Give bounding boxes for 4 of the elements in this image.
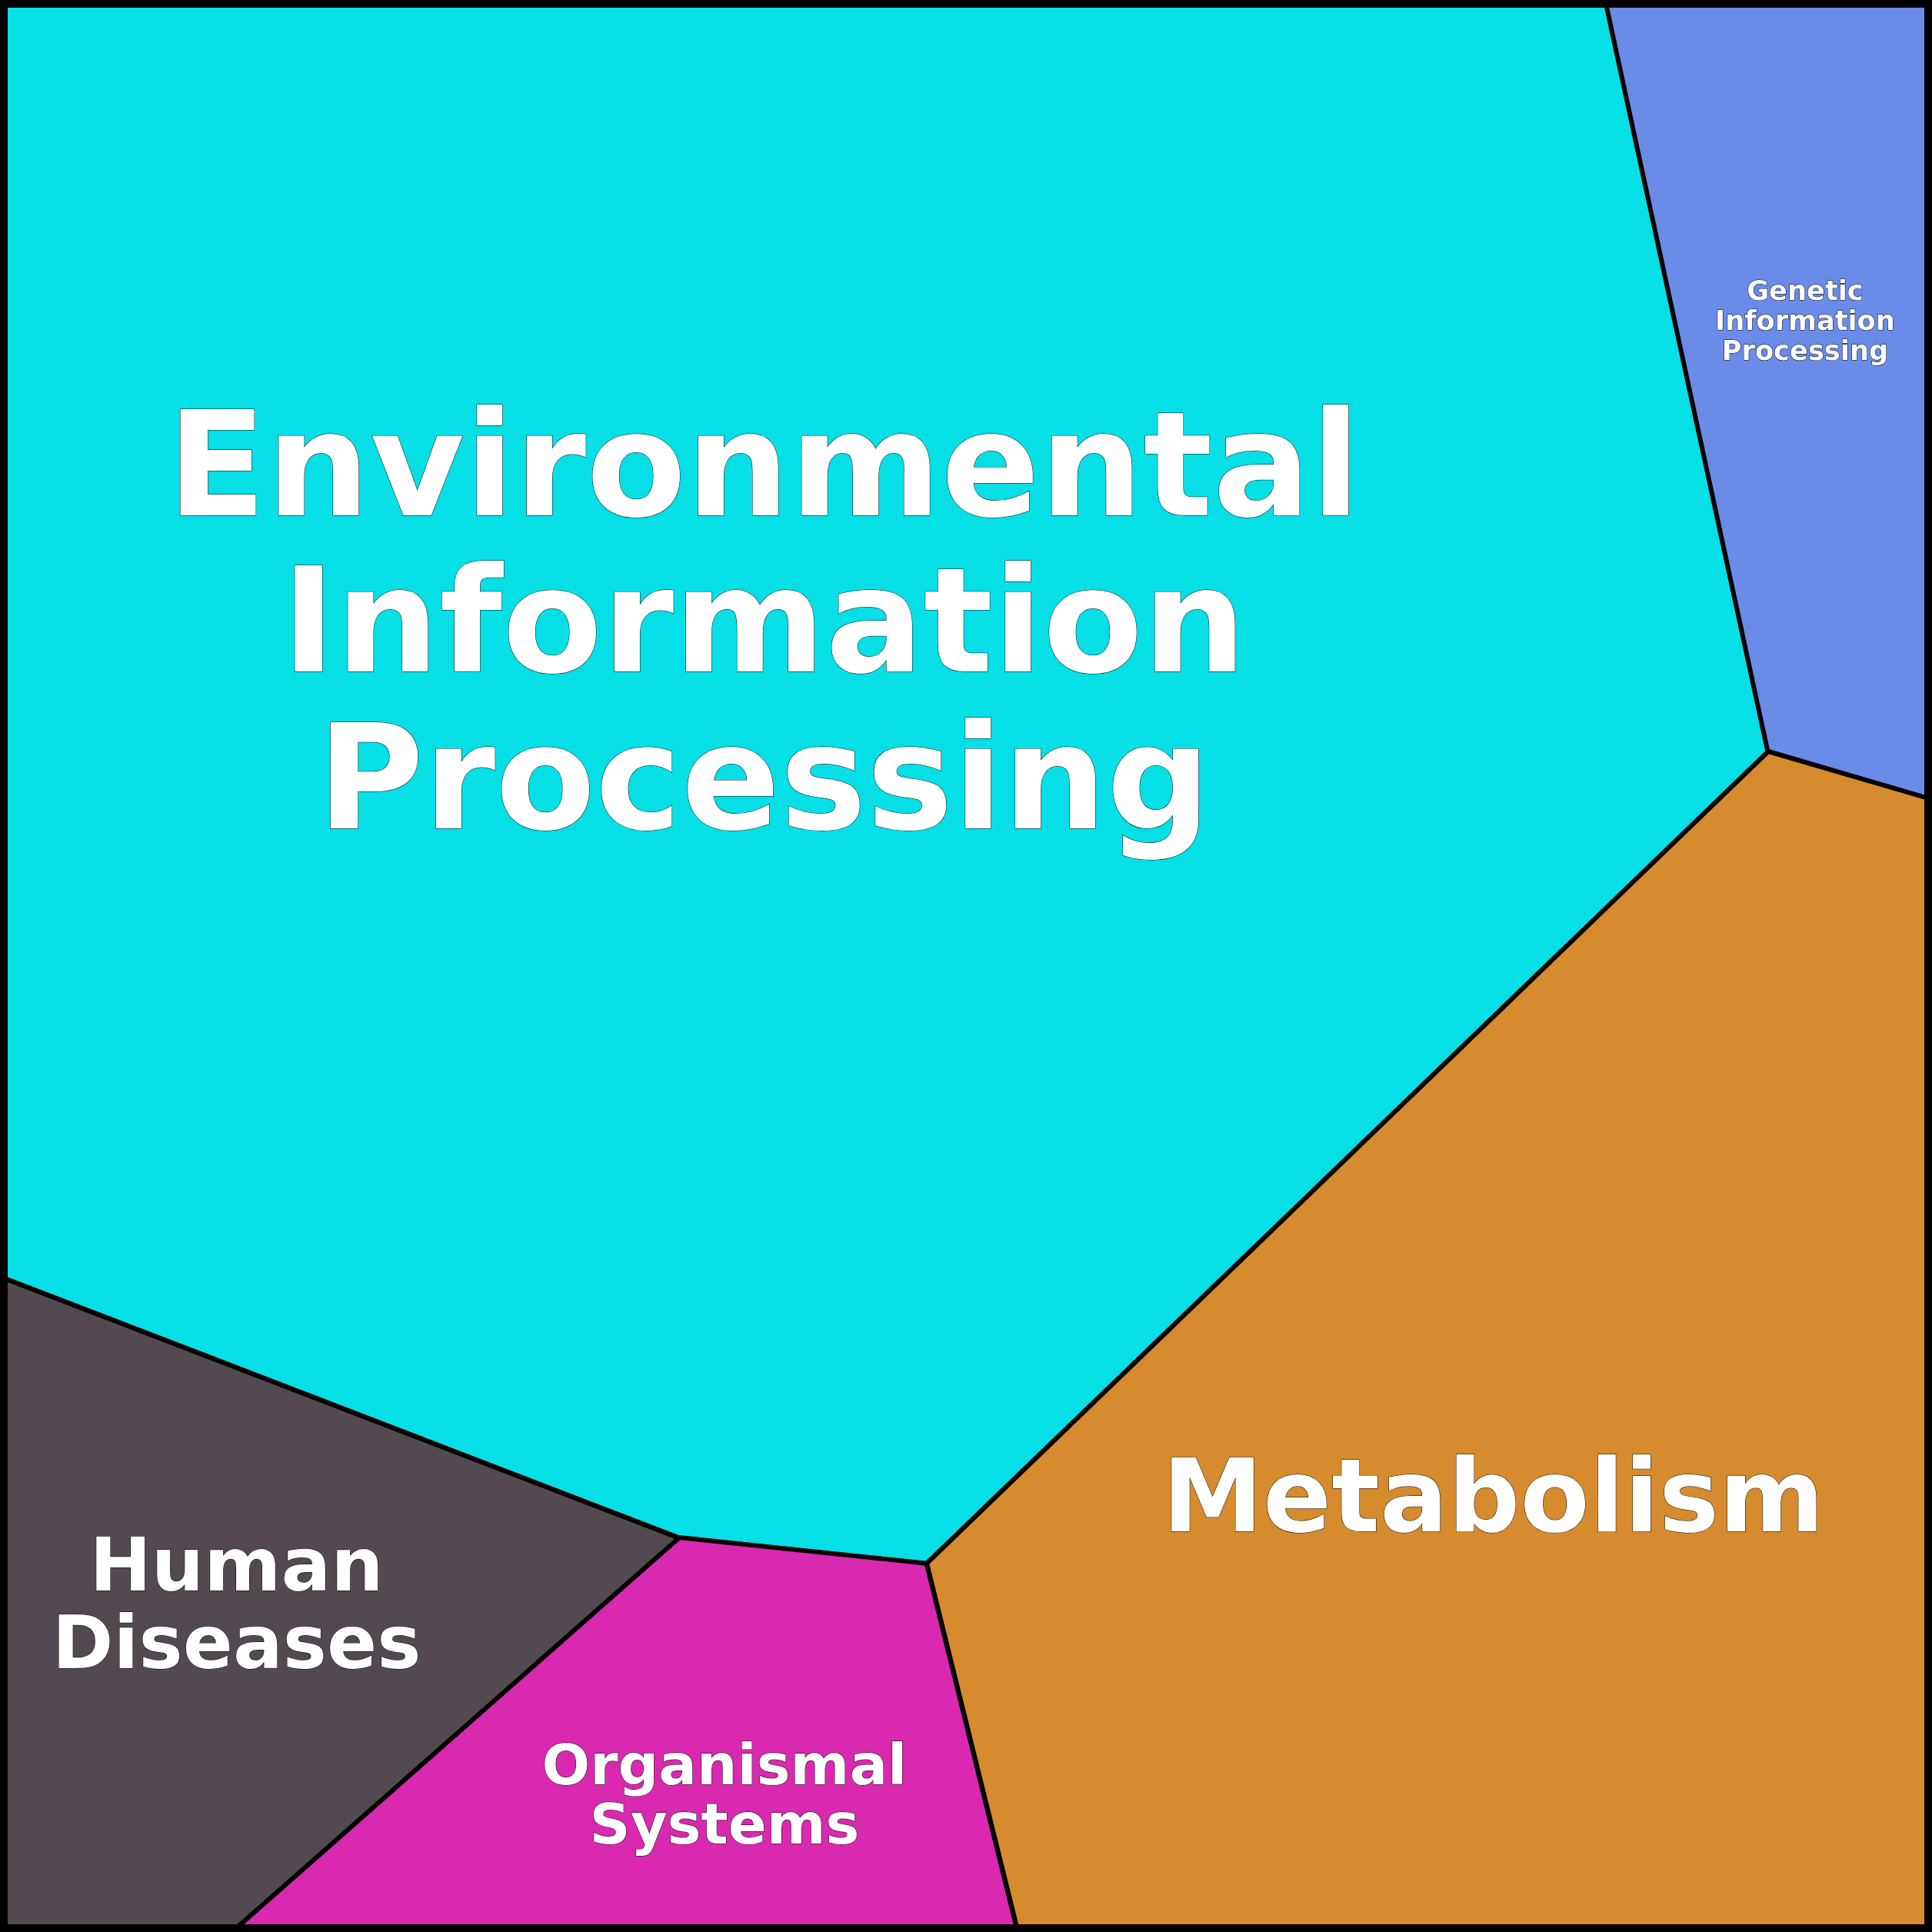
category-label: Metabolism	[1161, 1441, 1825, 1553]
category-label: Human Diseases	[51, 1526, 422, 1682]
category-label: Genetic Information Processing	[1714, 275, 1896, 366]
category-label: Organismal Systems	[541, 1736, 908, 1854]
